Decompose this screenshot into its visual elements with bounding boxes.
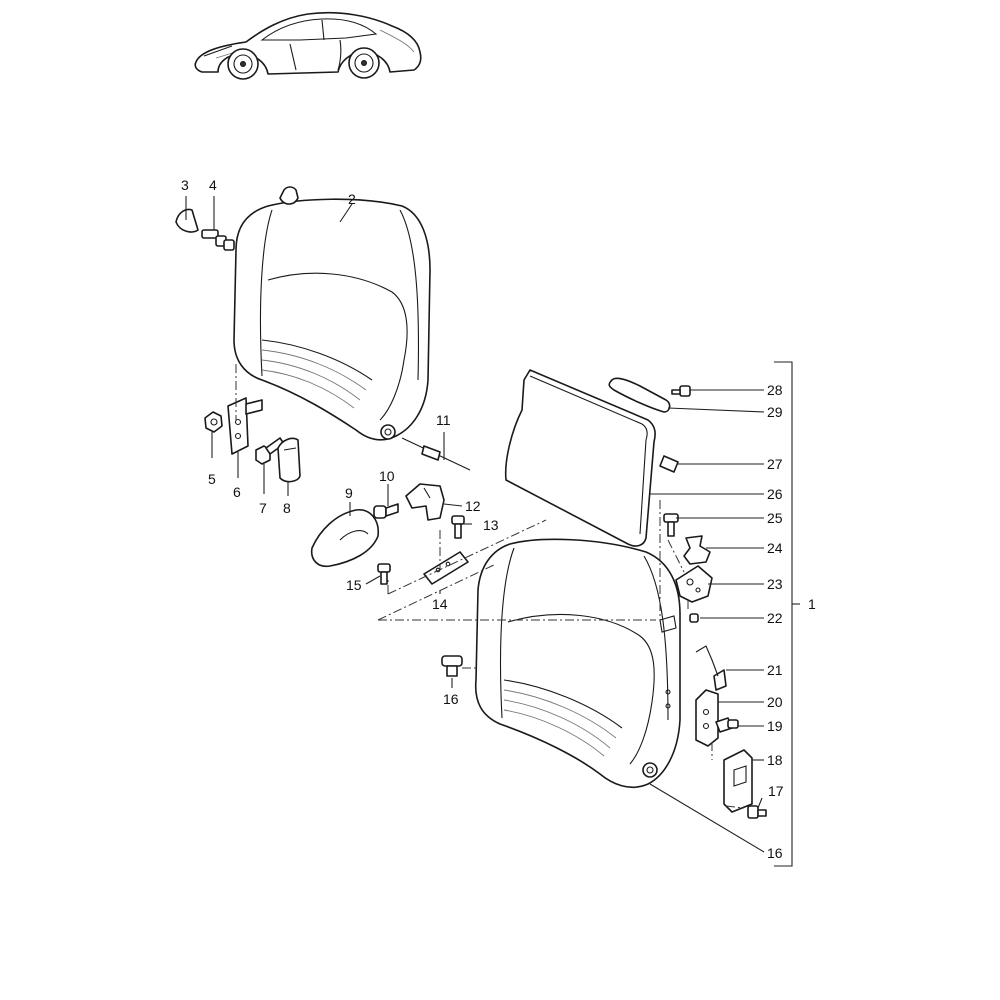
part-label-17: 17: [768, 783, 784, 799]
part-label-24: 24: [767, 540, 783, 556]
part-label-10: 10: [379, 468, 395, 484]
part-label-1: 1: [808, 596, 816, 612]
part-label-26: 26: [767, 486, 783, 502]
part-label-8: 8: [283, 500, 291, 516]
plate-18-part: [723, 749, 753, 813]
vehicle-thumbnail: [194, 11, 422, 80]
part-label-6: 6: [233, 484, 241, 500]
screw-28-part: [671, 385, 691, 397]
part-label-19: 19: [767, 718, 783, 734]
cable-part: [401, 437, 471, 471]
screw-25-part: [663, 513, 679, 537]
part-label-15: 15: [346, 577, 362, 593]
screw-10-part: [373, 503, 399, 519]
part-label-5: 5: [208, 471, 216, 487]
screw-16-part: [441, 655, 463, 677]
part-label-4: 4: [209, 177, 217, 193]
rail-14-part: [423, 551, 469, 585]
plate-23-part: [675, 565, 713, 603]
bushing-22-part: [689, 613, 699, 623]
bolt-part: [255, 437, 285, 465]
part-label-27: 27: [767, 456, 783, 472]
screw-15-part: [377, 563, 391, 585]
bracket-12-part: [405, 483, 445, 521]
handle-part: [608, 377, 671, 413]
group-bracket: [774, 361, 800, 867]
bolt-19-part: [715, 717, 739, 733]
assembly-lines: [235, 364, 745, 809]
part-label-20: 20: [767, 694, 783, 710]
knob-part: [175, 208, 199, 233]
part-label-28: 28: [767, 382, 783, 398]
screw-17-part: [747, 805, 767, 819]
part-label-11: 11: [436, 412, 451, 428]
part-label-12: 12: [465, 498, 481, 514]
pin-part: [201, 229, 235, 251]
leader-lines: [185, 196, 765, 853]
part-label-29: 29: [767, 404, 783, 420]
backrest-panel-part: [504, 369, 656, 547]
part-label-18: 18: [767, 752, 783, 768]
part-label-22: 22: [767, 610, 783, 626]
part-label-16-right: 16: [767, 845, 783, 861]
part-label-16-left: 16: [443, 691, 459, 707]
part-label-13: 13: [483, 517, 499, 533]
part-label-9: 9: [345, 485, 353, 501]
knob-24-part: [683, 535, 711, 565]
backrest-upper-part: [233, 186, 431, 441]
part-label-3: 3: [181, 177, 189, 193]
clip-27-part: [659, 455, 679, 473]
screw-13-part: [451, 515, 465, 539]
part-label-7: 7: [259, 500, 267, 516]
bracket-part: [227, 397, 263, 455]
part-label-21: 21: [767, 662, 783, 678]
nut-part: [204, 411, 223, 433]
backrest-lower-part: [474, 538, 681, 789]
spring-21-part: [695, 645, 727, 691]
part-label-23: 23: [767, 576, 783, 592]
hinge-20-part: [695, 689, 719, 747]
cover-part: [277, 437, 301, 483]
part-label-25: 25: [767, 510, 783, 526]
trim-cover-part: [310, 509, 380, 568]
part-labels: 1 2 3 4 5 6 7 8 9 10 11 12 13 14 15 16 1…: [181, 177, 816, 861]
part-label-14: 14: [432, 596, 448, 612]
part-label-2: 2: [348, 191, 356, 207]
